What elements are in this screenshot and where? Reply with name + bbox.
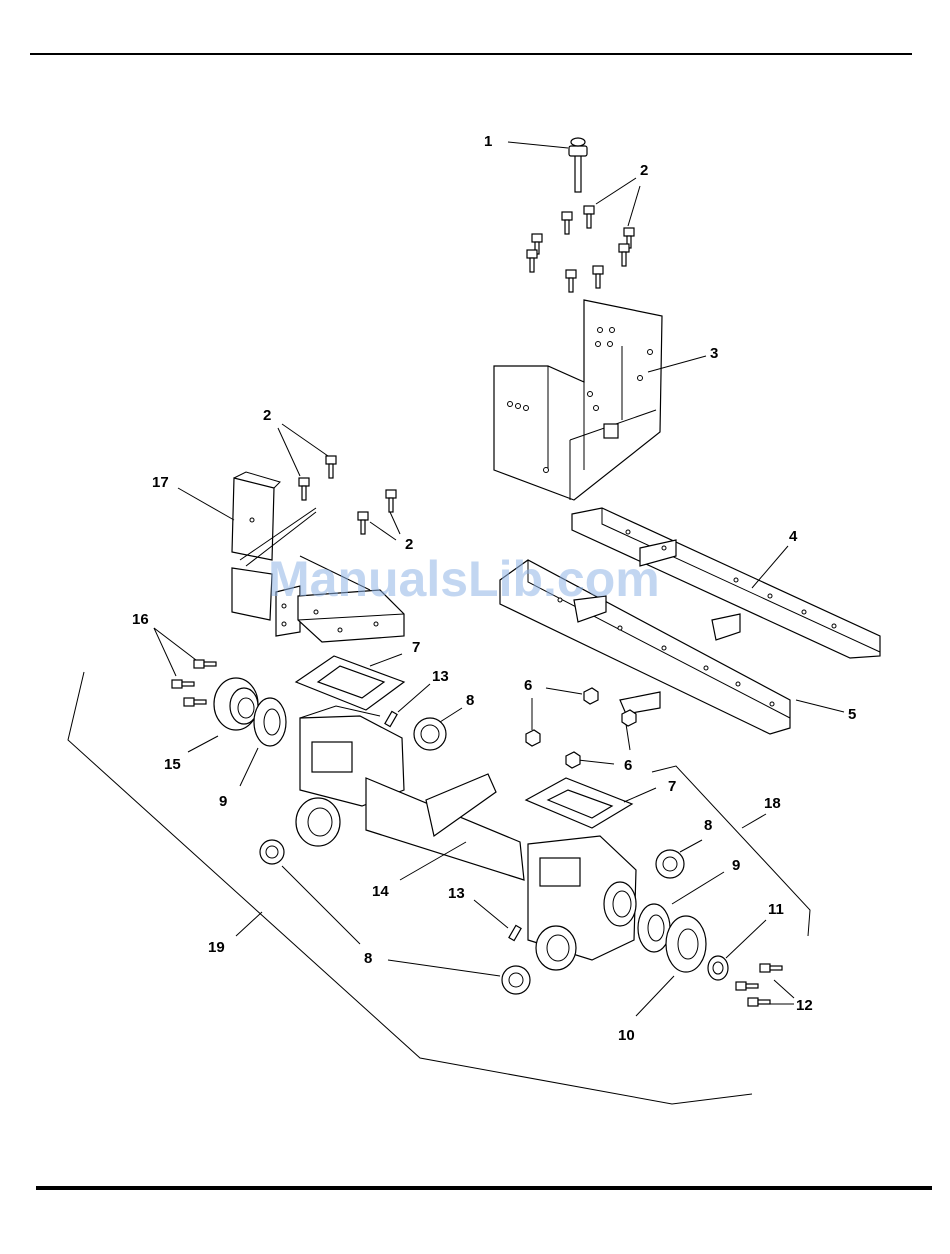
callout-8: 8 <box>704 817 712 834</box>
callout-15: 15 <box>164 756 181 773</box>
callout-18: 18 <box>764 795 781 812</box>
callout-2: 2 <box>640 162 648 179</box>
callout-2: 2 <box>405 536 413 553</box>
callout-2: 2 <box>263 407 271 424</box>
callout-6: 6 <box>624 757 632 774</box>
part-2-bolts-left <box>278 424 400 540</box>
part-11-washer <box>708 920 766 980</box>
callout-12: 12 <box>796 997 813 1014</box>
callout-6: 6 <box>524 677 532 694</box>
part-16-bolts <box>154 628 216 706</box>
callout-19: 19 <box>208 939 225 956</box>
callout-8: 8 <box>466 692 474 709</box>
callout-13: 13 <box>432 668 449 685</box>
callout-11: 11 <box>768 901 784 918</box>
callout-5: 5 <box>848 706 856 723</box>
callout-9: 9 <box>732 857 740 874</box>
watermark: ManualsLib.com <box>268 551 660 607</box>
part-3-shroud <box>494 300 706 500</box>
callout-17: 17 <box>152 474 169 491</box>
part-12-bolts <box>736 964 794 1006</box>
callout-8: 8 <box>364 950 372 967</box>
part-15-flange <box>188 678 258 752</box>
callout-3: 3 <box>710 345 718 362</box>
part-2-bolts-top <box>527 178 640 292</box>
callout-1: 1 <box>484 133 492 150</box>
callout-13: 13 <box>448 885 465 902</box>
callout-4: 4 <box>789 528 798 545</box>
callout-14: 14 <box>372 883 389 900</box>
part-1-dipstick <box>508 138 587 192</box>
callout-9: 9 <box>219 793 227 810</box>
callout-16: 16 <box>132 611 149 628</box>
callout-7: 7 <box>668 778 676 795</box>
callout-10: 10 <box>618 1027 635 1044</box>
callout-7: 7 <box>412 639 420 656</box>
